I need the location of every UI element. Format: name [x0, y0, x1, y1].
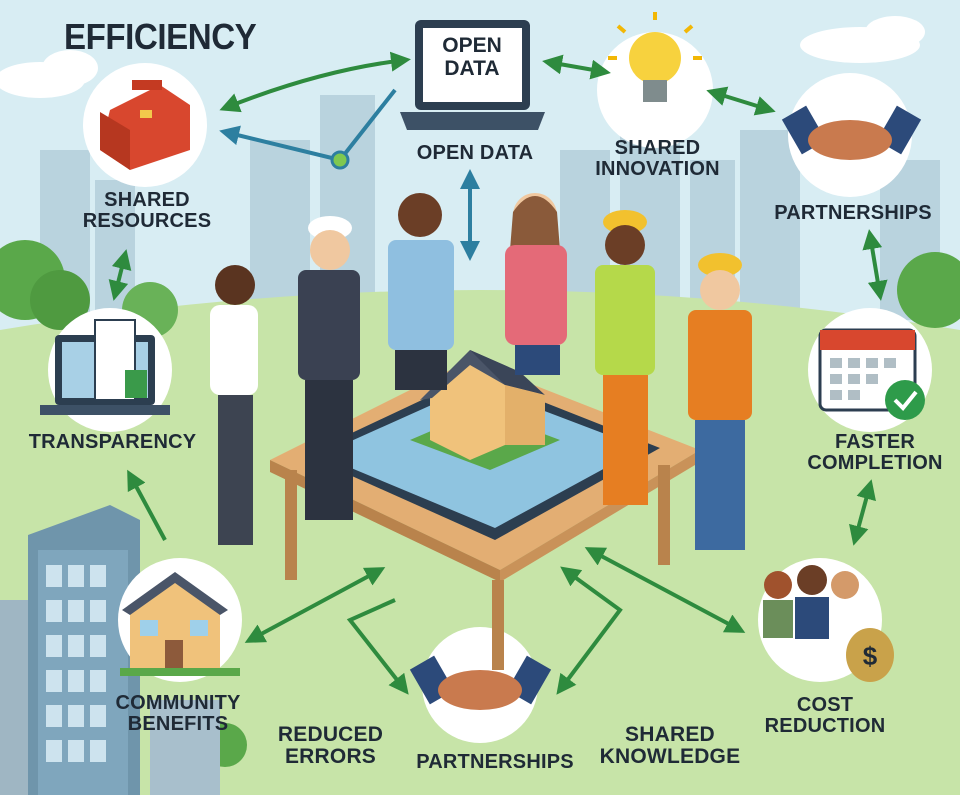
- person: [595, 210, 655, 505]
- calendar-check-icon: [818, 328, 925, 420]
- person: [298, 216, 360, 520]
- handshake-icon: [409, 655, 552, 710]
- skyscraper: [0, 505, 220, 795]
- label-open-data: OPEN DATA: [416, 142, 534, 164]
- cloud: [0, 16, 925, 98]
- table: [270, 350, 700, 670]
- person: [388, 193, 454, 390]
- person: [505, 193, 567, 375]
- person: [688, 253, 752, 550]
- laptop-icon: [400, 20, 545, 130]
- house-icon: [120, 572, 240, 676]
- toolbox-icon: [100, 80, 190, 170]
- people-group: [210, 193, 752, 550]
- connector-arrows: [108, 51, 888, 695]
- page-title: EFFICIENCY: [64, 16, 257, 57]
- label-partnerships-bottom: PARTNERSHIPS: [416, 751, 574, 773]
- building-document-icon: [40, 319, 170, 415]
- label-transparency: TRANSPARENCY: [28, 431, 197, 453]
- svg-text:$: $: [863, 641, 878, 671]
- person: [210, 265, 258, 545]
- label-partnerships-top: PARTNERSHIPS: [774, 202, 932, 224]
- handshake-icon: [781, 105, 922, 160]
- team-money-icon: $: [763, 565, 894, 682]
- laptop-screen-text: OPEN DATA: [442, 34, 502, 81]
